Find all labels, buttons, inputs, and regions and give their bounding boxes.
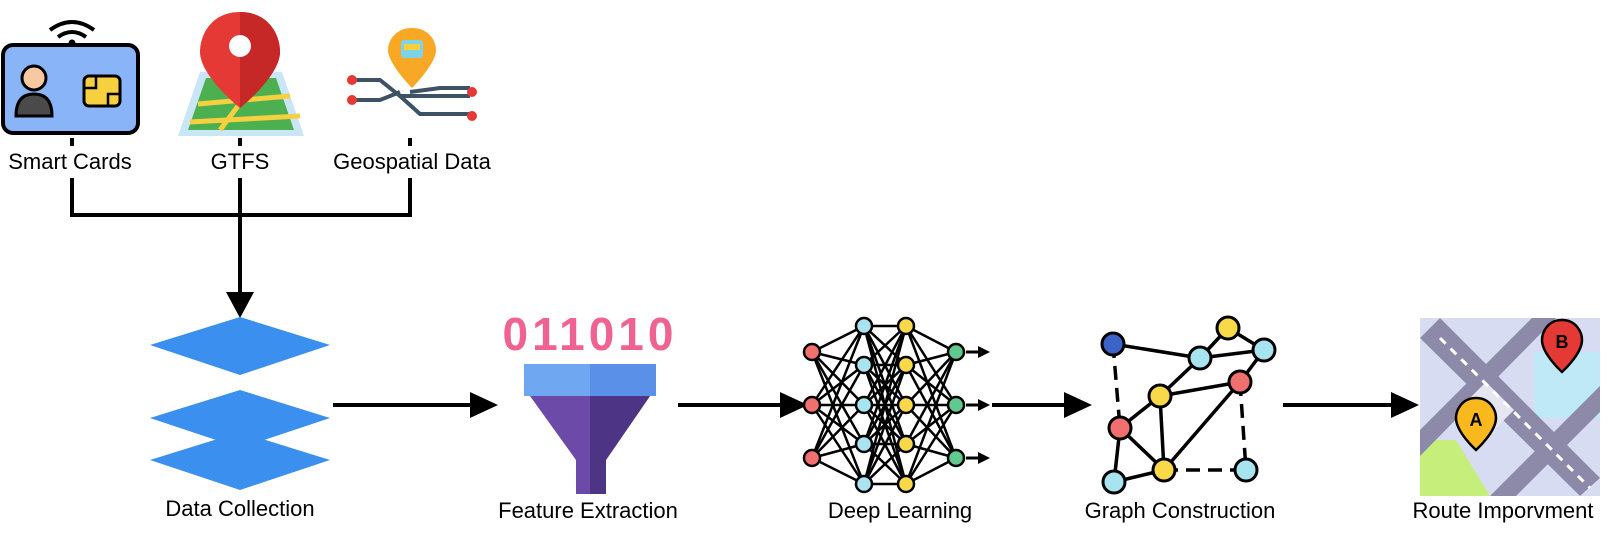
nn-edge bbox=[811, 404, 865, 459]
nn-edge bbox=[863, 443, 907, 485]
nn-edge bbox=[810, 364, 866, 459]
nn-node bbox=[854, 474, 874, 494]
nn-node bbox=[946, 448, 966, 468]
graph-node bbox=[1100, 331, 1126, 357]
graph-edge bbox=[1162, 380, 1242, 472]
nn-edge bbox=[862, 404, 908, 485]
graph-node bbox=[1227, 369, 1253, 395]
nn-node bbox=[854, 355, 874, 375]
nn-edge bbox=[904, 351, 958, 445]
nn-node bbox=[854, 316, 874, 336]
nn-edge bbox=[862, 325, 908, 445]
graph-icon bbox=[1100, 315, 1277, 495]
binary-text: 011010 bbox=[503, 308, 678, 360]
gtfs-label: GTFS bbox=[210, 149, 270, 174]
layers-icon bbox=[150, 317, 330, 490]
smart-card-icon bbox=[1, 20, 140, 135]
graph-node bbox=[1147, 383, 1173, 409]
nn-edge bbox=[811, 404, 865, 445]
pipeline-arrows bbox=[333, 392, 1419, 418]
graph-construction-label: Graph Construction bbox=[1084, 498, 1276, 523]
nn-edge bbox=[904, 325, 958, 459]
nn-edge bbox=[905, 364, 957, 406]
map-pin-icon bbox=[178, 12, 304, 136]
funnel-icon: 011010 bbox=[503, 308, 678, 494]
nn-output-arrow bbox=[978, 399, 990, 411]
nn-edge bbox=[905, 456, 957, 486]
nn-edge bbox=[810, 325, 866, 459]
nn-edge bbox=[905, 324, 957, 354]
nn-edge bbox=[810, 325, 866, 406]
nn-output-arrow bbox=[978, 452, 990, 464]
feature-extraction-label: Feature Extraction bbox=[498, 498, 678, 523]
marker-a-label: A bbox=[1470, 410, 1483, 430]
nn-node bbox=[802, 395, 822, 415]
data-collection-label: Data Collection bbox=[165, 496, 315, 521]
nn-edge bbox=[905, 351, 957, 406]
nn-node bbox=[946, 395, 966, 415]
nn-edge bbox=[905, 404, 957, 459]
nn-node bbox=[854, 434, 874, 454]
nn-edge bbox=[810, 351, 866, 485]
graph-node bbox=[1101, 469, 1127, 495]
graph-node bbox=[1187, 345, 1213, 371]
nn-edge bbox=[904, 325, 958, 406]
nn-node bbox=[896, 434, 916, 454]
nn-edge bbox=[904, 404, 958, 485]
nn-edge bbox=[811, 351, 865, 406]
nn-edge bbox=[904, 351, 958, 485]
graph-edge bbox=[1159, 380, 1241, 398]
nn-edge bbox=[863, 325, 907, 366]
route-map-icon: A B bbox=[1420, 318, 1600, 496]
marker-b-label: B bbox=[1556, 332, 1569, 352]
route-improvement-label: Route Imporvment bbox=[1412, 498, 1594, 523]
nn-node bbox=[854, 395, 874, 415]
nn-edge bbox=[862, 325, 908, 406]
graph-node bbox=[1215, 315, 1241, 341]
graph-edge-dashed bbox=[1111, 343, 1122, 429]
nn-edge bbox=[811, 324, 865, 354]
nn-edge bbox=[905, 404, 957, 445]
source-connectors bbox=[70, 138, 412, 318]
nn-edge bbox=[862, 364, 908, 485]
nn-node bbox=[896, 316, 916, 336]
graph-node bbox=[1151, 457, 1177, 483]
deep-learning-label: Deep Learning bbox=[827, 498, 973, 523]
graph-edge bbox=[1112, 342, 1201, 360]
nn-node bbox=[896, 395, 916, 415]
nn-edge bbox=[904, 364, 958, 459]
geospatial-data-label: Geospatial Data bbox=[333, 149, 491, 174]
graph-edge-dashed bbox=[1238, 381, 1248, 471]
nn-node bbox=[946, 342, 966, 362]
nn-node bbox=[802, 342, 822, 362]
nn-node bbox=[896, 474, 916, 494]
graph-node bbox=[1233, 457, 1259, 483]
graph-node bbox=[1251, 337, 1277, 363]
neural-network-icon bbox=[802, 316, 990, 494]
graph-node bbox=[1107, 415, 1133, 441]
nn-edge bbox=[811, 456, 865, 486]
nn-edge bbox=[811, 364, 865, 406]
nn-node bbox=[896, 355, 916, 375]
nn-output-arrow bbox=[978, 346, 990, 358]
smart-cards-label: Smart Cards bbox=[8, 149, 132, 174]
nn-edge bbox=[810, 351, 866, 445]
nn-node bbox=[802, 448, 822, 468]
nn-edge bbox=[810, 404, 866, 485]
route-pin-icon bbox=[347, 28, 477, 121]
nn-edge bbox=[862, 325, 908, 485]
